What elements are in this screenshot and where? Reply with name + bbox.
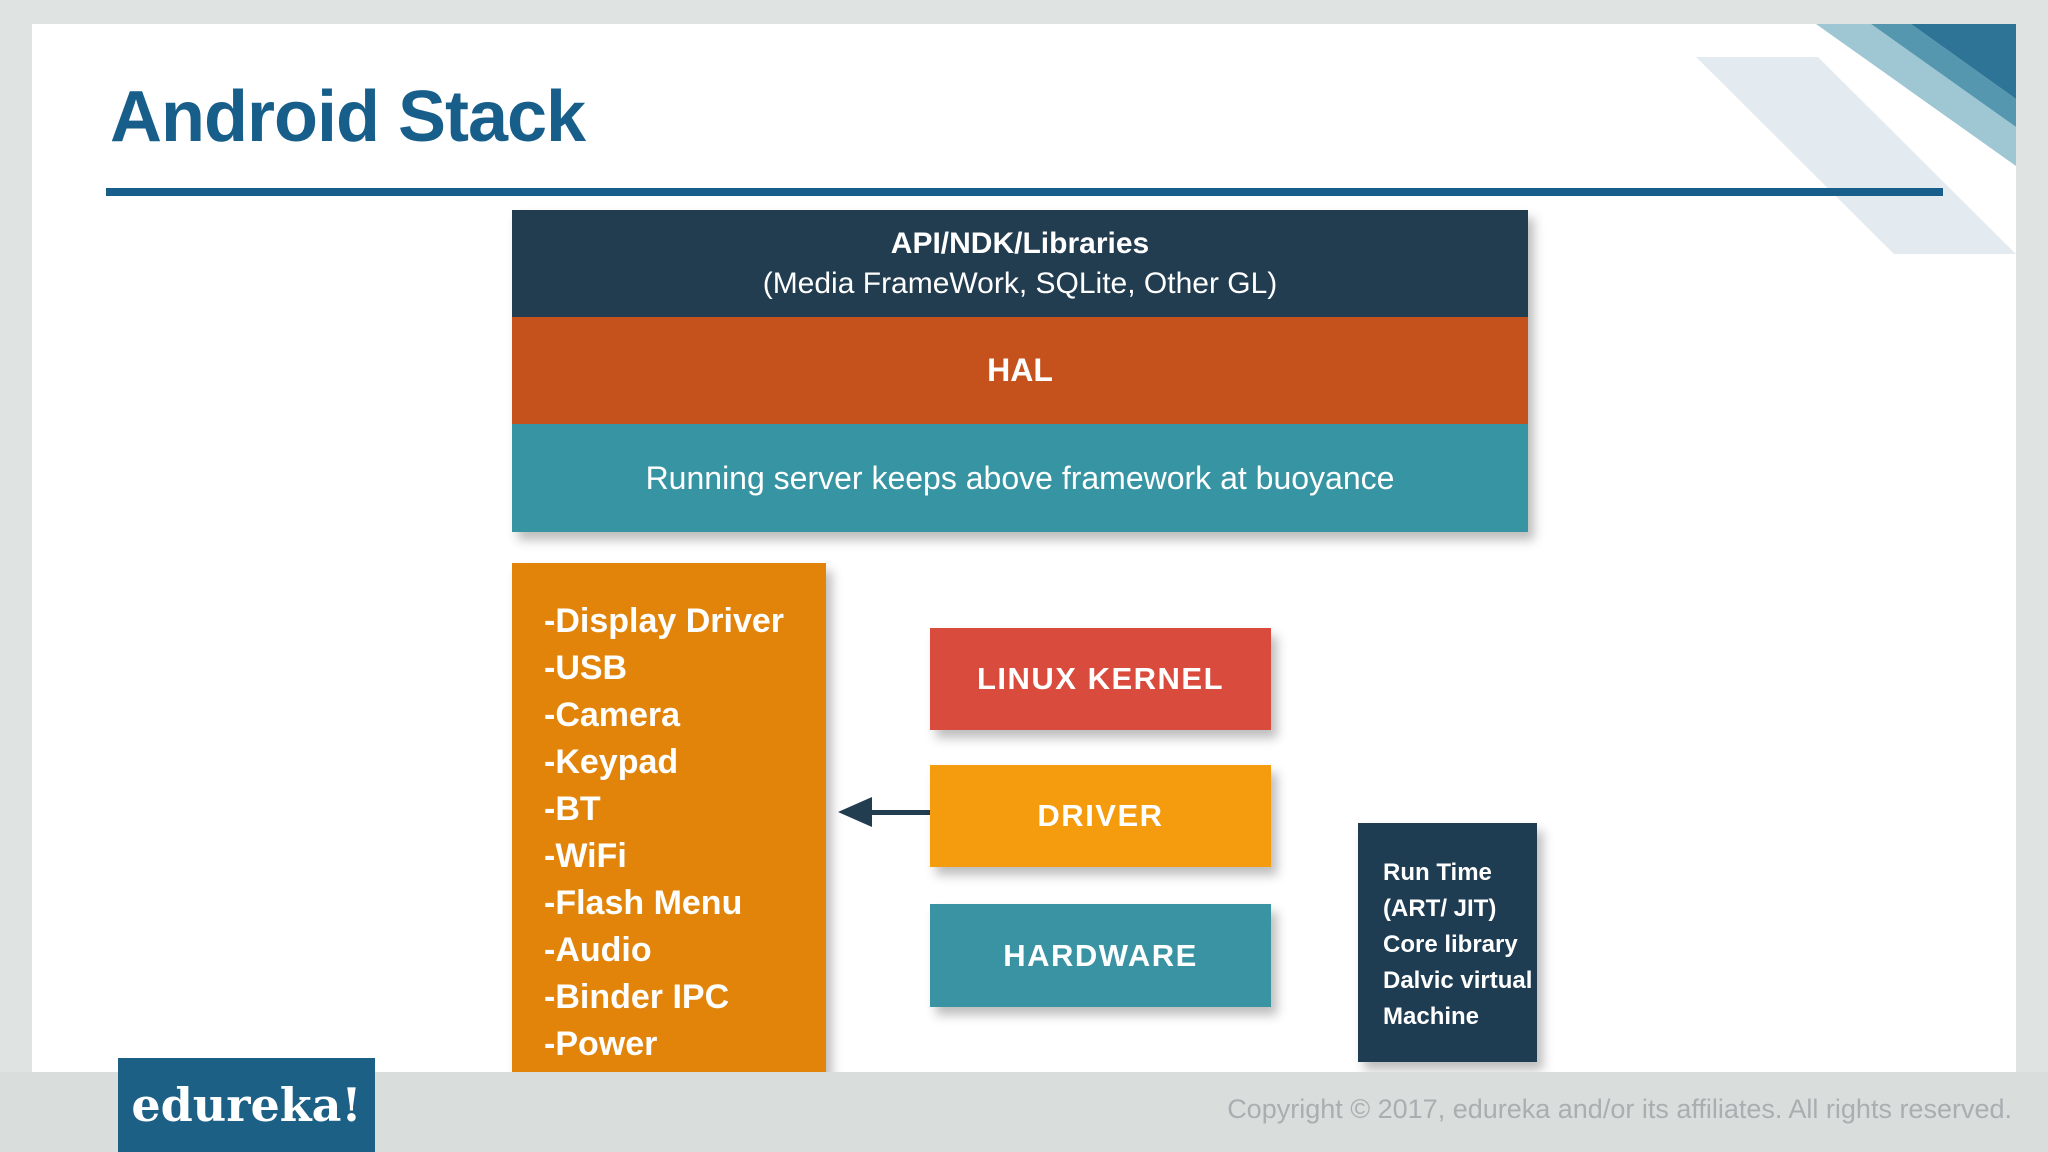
slide: Android Stack API/NDK/Libraries (Media F… [32,24,2016,1072]
driver-list-item: -WiFi [544,837,627,875]
driver-box: DRIVER [930,765,1271,867]
arrow-left-icon [838,797,934,827]
page-title: Android Stack [110,77,586,157]
driver-list-box: -Display Driver -USB -Camera -Keypad -BT… [512,563,826,1072]
driver-list-item: -Keypad [544,743,679,781]
driver-list-item: -Binder IPC [544,978,730,1016]
runtime-line: (ART/ JIT) [1383,895,1497,922]
arrow-head [838,797,872,827]
title-underline [106,188,1943,196]
driver-list-item: -Power [544,1025,658,1063]
corner-ribbon-decoration [1696,24,2016,254]
api-box-subtitle: (Media FrameWork, SQLite, Other GL) [762,266,1278,300]
api-box-title: API/NDK/Libraries [890,226,1150,260]
server-note-box: Running server keeps above framework at … [512,424,1528,532]
driver-list-item: -USB [544,649,628,687]
api-ndk-libraries-box: API/NDK/Libraries (Media FrameWork, SQLi… [512,210,1528,317]
runtime-line: Run Time [1383,859,1492,886]
runtime-line: Core library [1383,931,1518,958]
driver-list-item: -Audio [544,931,652,969]
arrow-shaft [868,810,934,815]
runtime-line: Dalvic virtual [1383,967,1533,994]
driver-list-item: -Camera [544,696,681,734]
hal-box: HAL [512,317,1528,424]
copyright-text: Copyright © 2017, edureka and/or its aff… [1227,1094,2012,1124]
linux-kernel-box: LINUX KERNEL [930,628,1271,730]
driver-list-item: -BT [544,790,601,828]
driver-list-item: -Flash Menu [544,884,743,922]
runtime-box: Run Time (ART/ JIT) Core library Dalvic … [1358,823,1537,1062]
edureka-logo: edureka! [118,1058,375,1152]
driver-list-item: -Display Driver [544,602,784,640]
hardware-box: HARDWARE [930,904,1271,1007]
runtime-line: Machine [1383,1003,1480,1030]
framework-stack: API/NDK/Libraries (Media FrameWork, SQLi… [512,210,1528,532]
